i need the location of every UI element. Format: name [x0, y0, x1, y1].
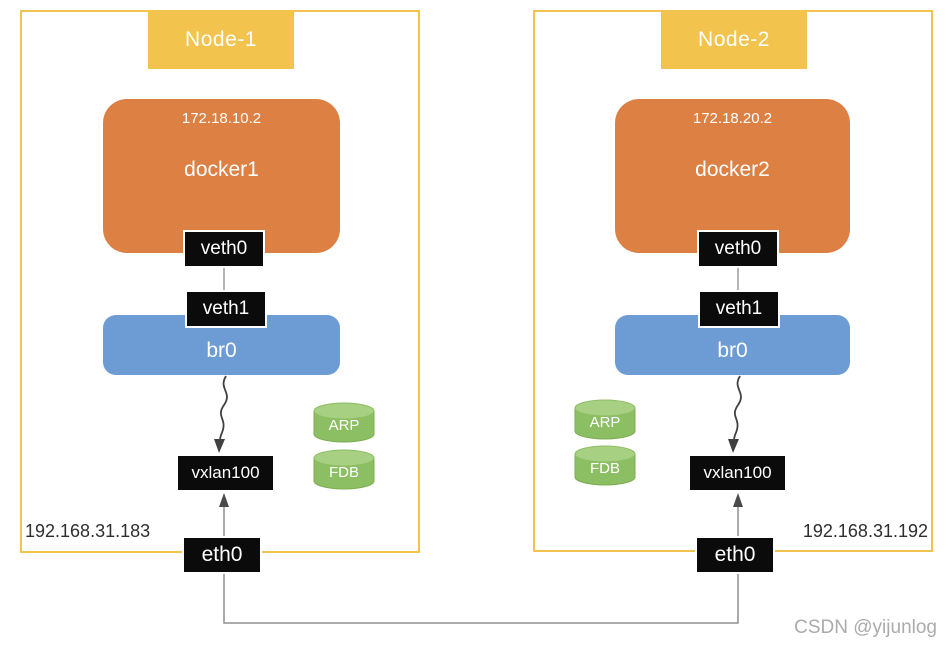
node1-host-ip-label: 192.168.31.183: [25, 521, 151, 541]
node1-title: Node-1: [148, 10, 294, 69]
node1-br0-to-vxlan100-arrow: [219, 375, 228, 440]
node1-eth0-interface-box: eth0: [182, 536, 262, 574]
node2-veth0-interface-box: veth0: [697, 230, 779, 268]
node1-arp-table-label: ARP: [328, 417, 360, 434]
node1-br0-to-vxlan100-arrowhead-icon: [214, 439, 225, 453]
node1-container-box: 172.18.10.2 docker1: [103, 99, 340, 253]
node1-vxlan100-interface-box: vxlan100: [176, 454, 275, 492]
node2-fdb-table-label: FDB: [590, 460, 620, 477]
node2-vxlan100-interface-box: vxlan100: [688, 454, 787, 492]
node2-veth1-interface-box: veth1: [698, 290, 780, 328]
node1-veth1-interface-box: veth1: [185, 290, 267, 328]
node2-arp-table-label: ARP: [589, 414, 621, 431]
node2-container-box: 172.18.20.2 docker2: [615, 99, 850, 253]
node2-container-ip-label: 172.18.20.2: [692, 110, 773, 127]
node1-fdb-table-label: FDB: [329, 464, 359, 481]
node1-container-name-label: docker1: [184, 158, 259, 181]
node2-fdb-table-cylinder-icon: FDB: [574, 445, 636, 487]
node1-arp-table-cylinder-icon: ARP: [313, 402, 375, 444]
node1-veth0-interface-box: veth0: [183, 230, 265, 268]
node1-fdb-table-cylinder-icon: FDB: [313, 449, 375, 491]
node1-container-ip-label: 172.18.10.2: [181, 110, 262, 127]
csdn-watermark: CSDN @yijunlog: [794, 617, 937, 638]
node2-title: Node-2: [661, 10, 807, 69]
node2-eth0-interface-box: eth0: [695, 536, 775, 574]
node2-container-name-label: docker2: [695, 158, 770, 181]
node2-eth0-to-vxlan100-arrowhead-icon: [733, 493, 743, 507]
node2-br0-to-vxlan100-arrow: [733, 375, 742, 440]
node2-br0-to-vxlan100-arrowhead-icon: [728, 439, 739, 453]
node1-eth0-to-vxlan100-arrowhead-icon: [219, 493, 229, 507]
node2-host-ip-label: 192.168.31.192: [802, 521, 928, 541]
node2-arp-table-cylinder-icon: ARP: [574, 399, 636, 441]
